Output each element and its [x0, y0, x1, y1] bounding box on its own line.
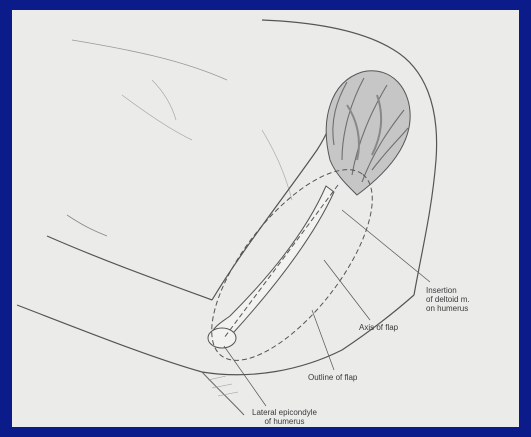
insertion-label: Insertion of deltoid m. on humerus: [426, 286, 470, 313]
epicondyle-label-line-1: Lateral epicondyle: [252, 408, 317, 417]
axis-leader: [324, 260, 370, 320]
forearm-detail: [67, 215, 107, 236]
chest-contour: [122, 95, 192, 140]
outline-label: Outline of flap: [308, 373, 357, 382]
chest-contour-2: [152, 80, 176, 120]
axis-label: Axis of flap: [359, 323, 398, 332]
deltoid-muscle: [326, 71, 410, 195]
epicondyle-label-line-2: of humerus: [252, 417, 317, 426]
insertion-label-line-2: of deltoid m.: [426, 295, 470, 304]
humerus-bone: [210, 186, 334, 345]
epicondyle-label: Lateral epicondyle of humerus: [252, 408, 317, 426]
illustration-panel: Insertion of deltoid m. on humerus Axis …: [12, 10, 519, 427]
lateral-epicondyle: [208, 328, 236, 348]
arm-illustration: [12, 10, 519, 427]
elbow-crease: [202, 372, 244, 415]
torso-contour: [262, 130, 292, 200]
forearm-outline-upper: [47, 236, 212, 300]
insertion-leader: [342, 210, 430, 282]
forearm-outline-lower: [17, 305, 202, 372]
insertion-label-line-3: on humerus: [426, 304, 470, 313]
flap-outline: [183, 145, 400, 385]
back-contour: [72, 40, 227, 80]
insertion-label-line-1: Insertion: [426, 286, 470, 295]
